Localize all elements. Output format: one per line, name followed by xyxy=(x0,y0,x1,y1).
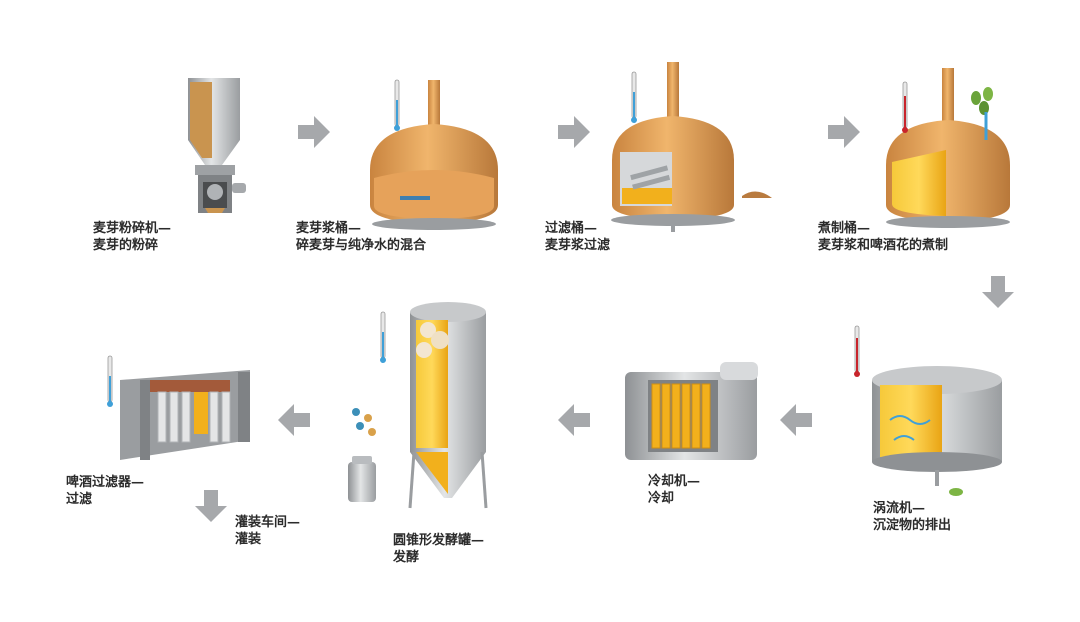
step-label-cooler: 冷却机— 冷却 xyxy=(648,473,700,507)
step-label-filling: 灌装车间— 灌装 xyxy=(235,514,300,548)
arrow-right-icon xyxy=(298,116,330,148)
step-desc: 过滤 xyxy=(66,492,93,507)
beer-filter xyxy=(106,355,250,460)
arrow-down-icon xyxy=(982,276,1014,308)
step-desc: 麦芽浆过滤 xyxy=(545,238,611,253)
step-label-beer-filter: 啤酒过滤器— 过滤 xyxy=(66,474,144,508)
whirlpool xyxy=(854,325,1002,496)
step-label-wort-kettle: 煮制桶— 麦芽浆和啤酒花的煮制 xyxy=(818,220,948,254)
step-title: 灌装车间— xyxy=(235,515,301,530)
step-title: 煮制桶— xyxy=(818,221,871,236)
arrow-left-icon xyxy=(278,404,310,436)
mash-tun xyxy=(370,79,498,230)
step-title: 麦芽浆桶— xyxy=(296,221,362,236)
step-title: 过滤桶— xyxy=(545,221,598,236)
arrow-down-icon xyxy=(195,490,227,522)
thermometer-icon xyxy=(630,71,638,124)
thermometer-icon xyxy=(379,311,387,364)
conical-fermenter xyxy=(348,302,488,509)
arrow-right-icon xyxy=(828,116,860,148)
step-desc: 灌装 xyxy=(235,532,262,547)
step-desc: 麦芽浆和啤酒花的煮制 xyxy=(818,238,949,253)
step-desc: 冷却 xyxy=(648,491,675,506)
wort-kettle xyxy=(886,68,1010,228)
step-label-fermenter: 圆锥形发酵罐— 发酵 xyxy=(393,532,484,566)
arrow-left-icon xyxy=(558,404,590,436)
malt-mill xyxy=(188,78,246,213)
thermometer-icon xyxy=(106,355,114,408)
step-title: 冷却机— xyxy=(648,474,701,489)
step-label-mash-tun: 麦芽浆桶— 碎麦芽与纯净水的混合 xyxy=(296,220,426,254)
lauter-tun xyxy=(611,62,772,232)
step-title: 涡流机— xyxy=(873,501,926,516)
cooler xyxy=(625,362,758,460)
step-title: 麦芽粉碎机— xyxy=(93,221,172,236)
hop-icon xyxy=(971,87,993,140)
hop-icon xyxy=(352,408,376,436)
step-title: 啤酒过滤器— xyxy=(66,475,145,490)
arrow-left-icon xyxy=(780,404,812,436)
thermometer-icon xyxy=(393,79,401,132)
step-title: 圆锥形发酵罐— xyxy=(393,533,485,548)
step-desc: 沉淀物的排出 xyxy=(873,518,952,533)
step-label-whirlpool: 涡流机— 沉淀物的排出 xyxy=(873,500,951,534)
step-label-lauter-tun: 过滤桶— 麦芽浆过滤 xyxy=(545,220,610,254)
step-desc: 碎麦芽与纯净水的混合 xyxy=(296,238,427,253)
step-desc: 麦芽的粉碎 xyxy=(93,238,159,253)
step-desc: 发酵 xyxy=(393,550,420,565)
arrow-right-icon xyxy=(558,116,590,148)
step-label-malt-mill: 麦芽粉碎机— 麦芽的粉碎 xyxy=(93,220,171,254)
